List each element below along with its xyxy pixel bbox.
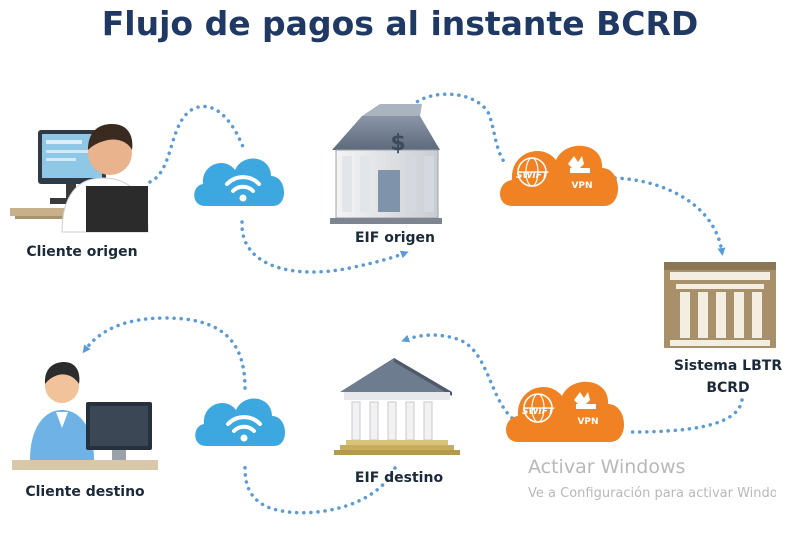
label-bcrd: BCRD — [706, 380, 750, 396]
person-at-computer-origin-icon — [10, 124, 149, 233]
vpn-text-bottom: VPN — [577, 417, 598, 427]
wifi-cloud-icon — [194, 158, 285, 206]
label-cliente-destino: Cliente destino — [25, 484, 145, 500]
bank-dollar-icon: $ — [330, 104, 442, 224]
path-cliente-to-wifi-top — [148, 104, 247, 184]
wifi-cloud-icon — [195, 398, 286, 446]
swift-text-bottom: SWIFT — [522, 407, 555, 417]
activation-watermark-subtitle: Ve a Configuración para activar Windows. — [528, 486, 776, 501]
path-swift-to-eif-destino — [401, 333, 514, 420]
page-title: Flujo de pagos al instante BCRD — [101, 4, 699, 43]
path-eif-to-swift-top — [403, 92, 507, 165]
flow-paths — [82, 92, 744, 515]
label-eif-destino: EIF destino — [354, 470, 444, 486]
activation-watermark-title: Activar Windows — [528, 456, 686, 478]
person-at-computer-destination-icon — [12, 362, 158, 470]
central-bank-building-icon — [664, 262, 776, 348]
svg-text:$: $ — [390, 131, 405, 156]
path-wifi-to-cliente-destino — [82, 316, 247, 390]
label-cliente-origen: Cliente origen — [26, 244, 138, 260]
vpn-text-top: VPN — [571, 181, 592, 191]
swift-text-top: SWIFT — [516, 171, 549, 181]
label-eif-origen: EIF origen — [354, 230, 435, 246]
path-lbtr-to-swift-bottom — [628, 398, 744, 434]
swift-vpn-cloud-icon: SWIFT VPN — [500, 145, 619, 206]
path-eif-destino-to-wifi — [243, 463, 397, 515]
label-sistema-lbtr: Sistema LBTR — [673, 358, 783, 374]
path-swift-to-lbtr — [613, 176, 726, 256]
path-wifi-to-eif-origen — [240, 220, 409, 274]
swift-vpn-cloud-icon: SWIFT VPN — [506, 381, 625, 442]
bank-building-icon — [334, 358, 460, 455]
